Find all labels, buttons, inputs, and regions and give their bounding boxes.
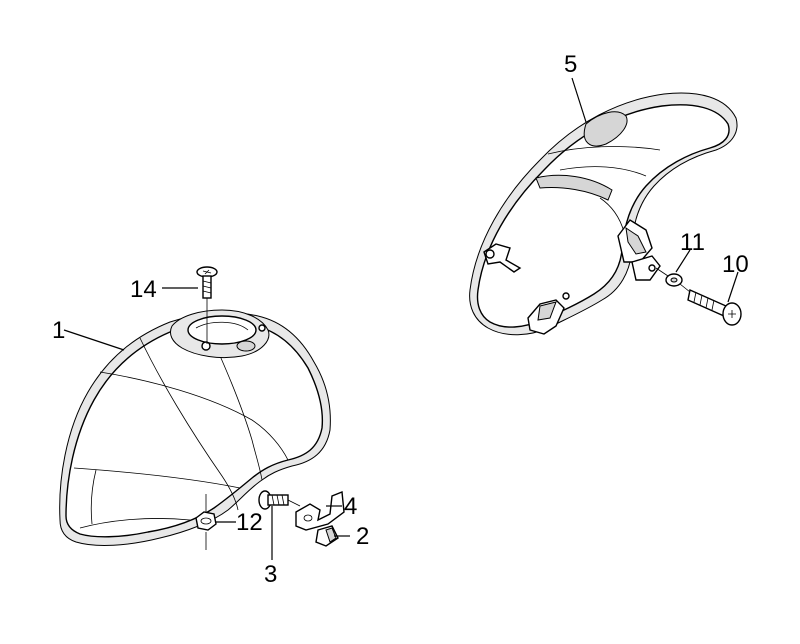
front-fender: [59, 309, 331, 546]
callout-5: 5: [564, 51, 577, 78]
callout-4: 4: [344, 493, 357, 520]
nut-12: [195, 494, 217, 550]
callout-14: 14: [130, 276, 157, 303]
nut-clip-2: [315, 525, 339, 547]
leader-lines: [63, 77, 739, 560]
callout-12: 12: [236, 509, 263, 536]
callout-labels: 1 14 12 3 4 2 5 11 10: [52, 51, 749, 588]
callout-2: 2: [356, 523, 369, 550]
rear-fender: [469, 92, 738, 336]
screw-10: [679, 283, 742, 326]
screw-14: [196, 266, 218, 344]
screw-3: [258, 490, 301, 510]
washer-11: [655, 267, 683, 287]
callout-3: 3: [264, 561, 277, 588]
callout-11: 11: [680, 229, 705, 256]
bracket-4: [295, 491, 345, 531]
callout-10: 10: [722, 251, 749, 278]
callout-1: 1: [52, 317, 65, 344]
